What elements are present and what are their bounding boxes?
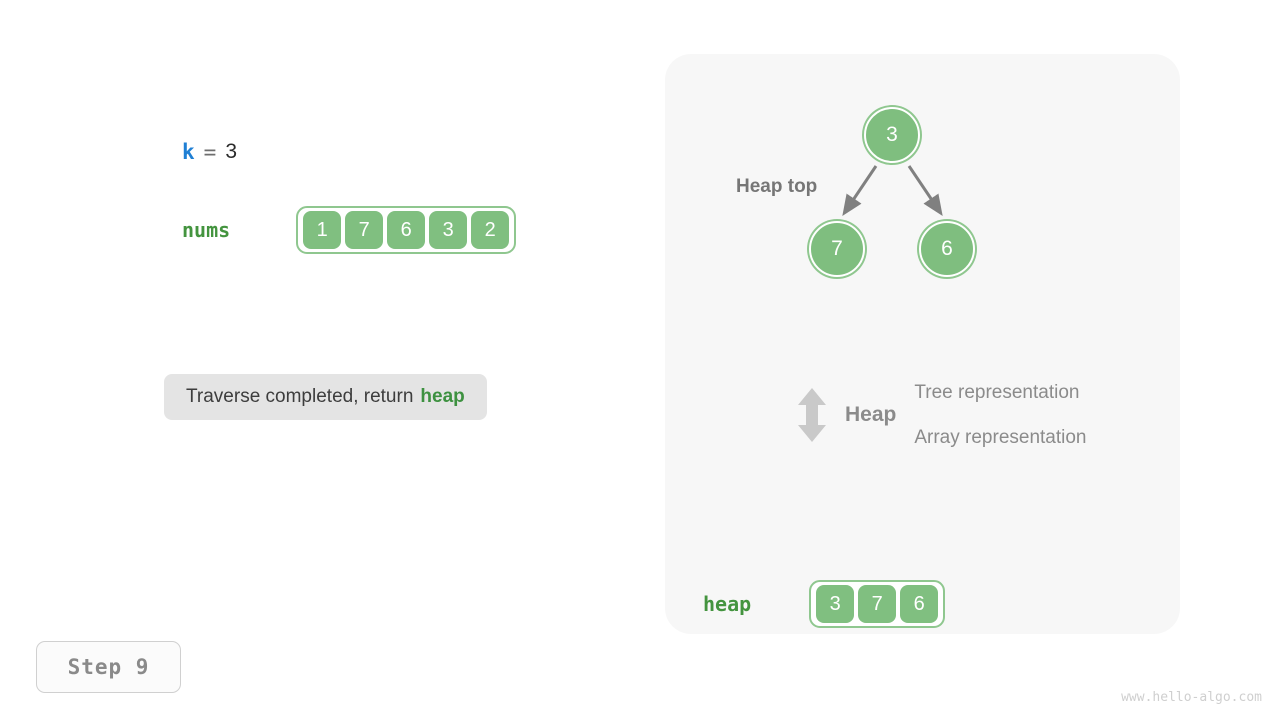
left-panel: k = 3 nums 1 7 6 3 2 Traverse completed, ret… xyxy=(36,140,517,693)
nums-cell[interactable]: 3 xyxy=(429,211,468,249)
legend-array-representation: Array representation xyxy=(914,427,1087,448)
tree-node-right[interactable]: 6 xyxy=(919,221,975,277)
heap-cell-value: 3 xyxy=(829,592,841,615)
heap-cell[interactable]: 6 xyxy=(900,585,939,623)
nums-array-row: nums 1 7 6 3 2 xyxy=(182,206,517,254)
nums-array: 1 7 6 3 2 xyxy=(296,206,517,254)
step-badge: Step 9 xyxy=(36,641,181,693)
heap-top-label: Heap top xyxy=(736,176,818,197)
legend-tree-representation: Tree representation xyxy=(914,382,1080,403)
tree-edges xyxy=(842,165,943,216)
nums-cell-value: 2 xyxy=(484,218,496,241)
nums-cell[interactable]: 6 xyxy=(387,211,426,249)
tree-node-left-value: 7 xyxy=(831,237,843,260)
tree-node-root[interactable]: 3 xyxy=(864,107,920,163)
heap-cell[interactable]: 7 xyxy=(858,585,897,623)
edge-root-right xyxy=(907,165,943,216)
heap-cell-value: 6 xyxy=(913,592,925,615)
nums-cell[interactable]: 2 xyxy=(471,211,510,249)
heap-array: 3 7 6 xyxy=(809,580,946,628)
heap-array-row: heap 3 7 6 xyxy=(703,580,946,628)
nums-cell-value: 7 xyxy=(358,218,370,241)
nums-label: nums xyxy=(182,218,231,242)
watermark: www.hello-algo.com xyxy=(1121,690,1262,705)
status-message-text: Traverse completed, return xyxy=(186,386,414,407)
nums-cell-value: 3 xyxy=(442,218,454,241)
status-message-highlight: heap xyxy=(420,386,465,407)
edge-root-left xyxy=(842,165,878,216)
heap-legend: Heap Tree representation Array represent… xyxy=(795,370,1087,460)
tree-node-right-value: 6 xyxy=(941,237,953,260)
equals-sign: = xyxy=(203,140,217,164)
tree-node-root-value: 3 xyxy=(886,123,898,146)
tree-node-left[interactable]: 7 xyxy=(809,221,865,277)
heap-label: heap xyxy=(703,592,752,616)
nums-cell-value: 6 xyxy=(400,218,412,241)
heap-cell-value: 7 xyxy=(871,592,883,615)
variable-k-row: k = 3 xyxy=(182,140,237,164)
nums-cell[interactable]: 7 xyxy=(345,211,384,249)
status-message: Traverse completed, return heap xyxy=(164,374,487,420)
nums-cell[interactable]: 1 xyxy=(303,211,342,249)
up-down-arrow-icon xyxy=(798,388,826,442)
nums-cell-value: 1 xyxy=(316,218,328,241)
legend-representation-list: Tree representation Array representation xyxy=(914,370,1086,460)
variable-k-value: 3 xyxy=(225,140,237,163)
legend-heap-label: Heap xyxy=(845,403,897,426)
heap-panel: Heap top 3 7 6 Heap Tree representation … xyxy=(665,54,1180,634)
variable-k-name: k xyxy=(182,140,195,164)
heap-cell[interactable]: 3 xyxy=(816,585,855,623)
